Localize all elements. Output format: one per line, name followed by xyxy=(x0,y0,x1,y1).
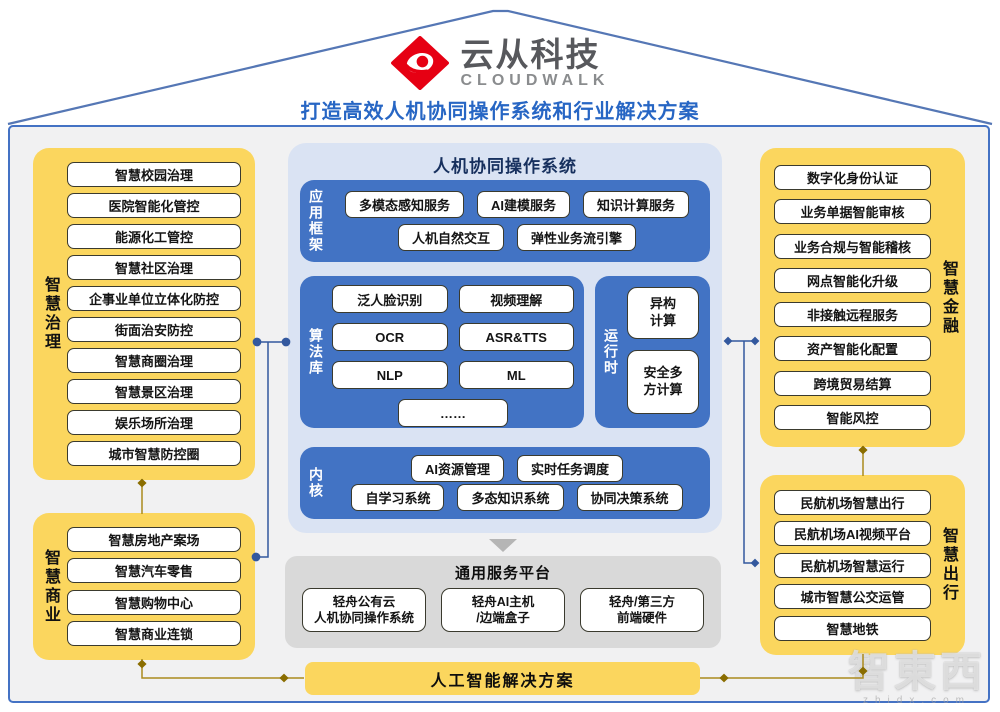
section-label: 算法库 xyxy=(308,328,324,376)
center-title: 人机协同操作系统 xyxy=(433,157,577,176)
panel-label: 智慧商业 xyxy=(42,548,59,625)
panel-smart-governance: 智慧治理 智慧校园治理 医院智能化管控 能源化工管控 智慧社区治理 企事业单位立… xyxy=(33,148,255,480)
item-box-more: …… xyxy=(398,399,508,427)
item-box: 人机自然交互 xyxy=(397,223,504,251)
section-content: 泛人脸识别 视频理解 OCR ASR&TTS NLP ML …… xyxy=(332,276,584,428)
item-box: 多模态感知服务 xyxy=(344,191,464,219)
item-box: ASR&TTS xyxy=(458,323,574,351)
section-runtime: 运行时 异构 计算 安全多 方计算 xyxy=(595,276,710,428)
item-box: 泛人脸识别 xyxy=(332,285,448,313)
panel-items: 民航机场智慧出行 民航机场AI视频平台 民航机场智慧运行 城市智慧公交运管 智慧… xyxy=(760,475,931,655)
item-box: 异构 计算 xyxy=(627,287,699,339)
section-kernel: 内核 AI资源管理 实时任务调度 自学习系统 多态知识系统 协同决策系统 xyxy=(300,447,710,519)
panel-smart-travel: 民航机场智慧出行 民航机场AI视频平台 民航机场智慧运行 城市智慧公交运管 智慧… xyxy=(760,475,965,655)
item-box: 安全多 方计算 xyxy=(627,350,699,414)
item-box: 实时任务调度 xyxy=(517,455,624,482)
item-box: ML xyxy=(458,361,574,389)
brand-text: 云从科技 CLOUDWALK xyxy=(461,38,610,89)
item-box: 弹性业务流引擎 xyxy=(517,223,637,251)
panel-smart-finance: 数字化身份认证 业务单据智能审核 业务合规与智能稽核 网点智能化升级 非接触远程… xyxy=(760,148,965,447)
item-box: 业务单据智能审核 xyxy=(774,199,931,225)
item-box: 跨境贸易结算 xyxy=(774,370,931,396)
section-label: 运行时 xyxy=(603,328,619,376)
item-box: 轻舟/第三方 前端硬件 xyxy=(580,588,704,632)
panel-items: 智慧房地产案场 智慧汽车零售 智慧购物中心 智慧商业连锁 xyxy=(67,513,255,660)
cloudwalk-eye-icon xyxy=(390,36,449,90)
section-content: AI资源管理 实时任务调度 自学习系统 多态知识系统 协同决策系统 xyxy=(332,447,710,519)
item-box: 轻舟公有云 人机协同操作系统 xyxy=(302,588,426,632)
item-box: 城市智慧公交运管 xyxy=(774,584,931,609)
item-box: 智能风控 xyxy=(774,404,931,430)
item-box: 自学习系统 xyxy=(351,484,445,511)
item-box: 智慧购物中心 xyxy=(67,589,241,615)
item-box: 智慧汽车零售 xyxy=(67,558,241,584)
item-box: 轻舟AI主机 /边端盒子 xyxy=(441,588,565,632)
section-content: 异构 计算 安全多 方计算 xyxy=(627,276,710,428)
item-box: 多态知识系统 xyxy=(457,484,564,511)
item-box: 城市智慧防控圈 xyxy=(67,441,241,466)
panel-label: 智慧出行 xyxy=(940,527,957,603)
item-box: 智慧房地产案场 xyxy=(67,527,241,553)
item-box: 智慧商圈治理 xyxy=(67,348,241,373)
item-box: 非接触远程服务 xyxy=(774,302,931,328)
down-arrow-icon xyxy=(489,539,517,552)
item-box: 民航机场智慧运行 xyxy=(774,552,931,578)
section-label: 内核 xyxy=(308,467,324,499)
section-app-framework: 应用框架 多模态感知服务 AI建模服务 知识计算服务 人机自然交互 弹性业务流引… xyxy=(300,180,710,262)
item-box: 智慧地铁 xyxy=(774,615,931,641)
platform-items: 轻舟公有云 人机协同操作系统 轻舟AI主机 /边端盒子 轻舟/第三方 前端硬件 xyxy=(285,588,721,632)
item-box: 网点智能化升级 xyxy=(774,267,931,293)
item-box: 街面治安防控 xyxy=(67,317,241,342)
section-algorithm-library: 算法库 泛人脸识别 视频理解 OCR ASR&TTS NLP ML …… xyxy=(300,276,584,428)
logo: 云从科技 CLOUDWALK xyxy=(0,36,1000,90)
item-box: 企事业单位立体化防控 xyxy=(67,286,241,311)
panel-label: 智慧治理 xyxy=(42,276,59,352)
platform-title: 通用服务平台 xyxy=(454,565,551,582)
item-box: 知识计算服务 xyxy=(583,191,690,219)
item-box: 智慧商业连锁 xyxy=(67,620,241,646)
panel-label: 智慧金融 xyxy=(940,259,957,336)
item-box: NLP xyxy=(332,361,448,389)
item-box: 能源化工管控 xyxy=(67,224,241,249)
item-box: 视频理解 xyxy=(458,285,574,313)
item-box: AI资源管理 xyxy=(410,455,504,482)
brand-name-cn: 云从科技 xyxy=(460,35,601,73)
item-box: 娱乐场所治理 xyxy=(67,410,241,435)
panel-hmc-os: 人机协同操作系统 应用框架 多模态感知服务 AI建模服务 知识计算服务 人机自然… xyxy=(288,143,722,533)
item-box: 协同决策系统 xyxy=(576,484,683,511)
panel-smart-commerce: 智慧商业 智慧房地产案场 智慧汽车零售 智慧购物中心 智慧商业连锁 xyxy=(33,513,255,660)
item-box: 业务合规与智能稽核 xyxy=(774,233,931,259)
item-box: AI建模服务 xyxy=(476,191,570,219)
item-box: 医院智能化管控 xyxy=(67,193,241,218)
item-box: 民航机场AI视频平台 xyxy=(774,521,931,546)
item-box: 民航机场智慧出行 xyxy=(774,489,931,515)
panel-items: 智慧校园治理 医院智能化管控 能源化工管控 智慧社区治理 企事业单位立体化防控 … xyxy=(67,148,255,480)
item-box: OCR xyxy=(332,323,448,351)
item-box: 智慧景区治理 xyxy=(67,379,241,404)
item-box: 智慧校园治理 xyxy=(67,162,241,187)
item-box: 资产智能化配置 xyxy=(774,336,931,362)
ai-solutions-bar: 人工智能解决方案 xyxy=(305,662,700,695)
panel-items: 数字化身份认证 业务单据智能审核 业务合规与智能稽核 网点智能化升级 非接触远程… xyxy=(760,148,931,447)
brand-name-en: CLOUDWALK xyxy=(460,71,610,89)
tagline: 打造高效人机协同操作系统和行业解决方案 xyxy=(300,101,700,123)
item-box: 智慧社区治理 xyxy=(67,255,241,280)
section-content: 多模态感知服务 AI建模服务 知识计算服务 人机自然交互 弹性业务流引擎 xyxy=(332,180,710,262)
panel-service-platform: 通用服务平台 轻舟公有云 人机协同操作系统 轻舟AI主机 /边端盒子 轻舟/第三… xyxy=(285,556,721,648)
item-box: 数字化身份认证 xyxy=(774,165,931,191)
section-label: 应用框架 xyxy=(308,189,324,253)
